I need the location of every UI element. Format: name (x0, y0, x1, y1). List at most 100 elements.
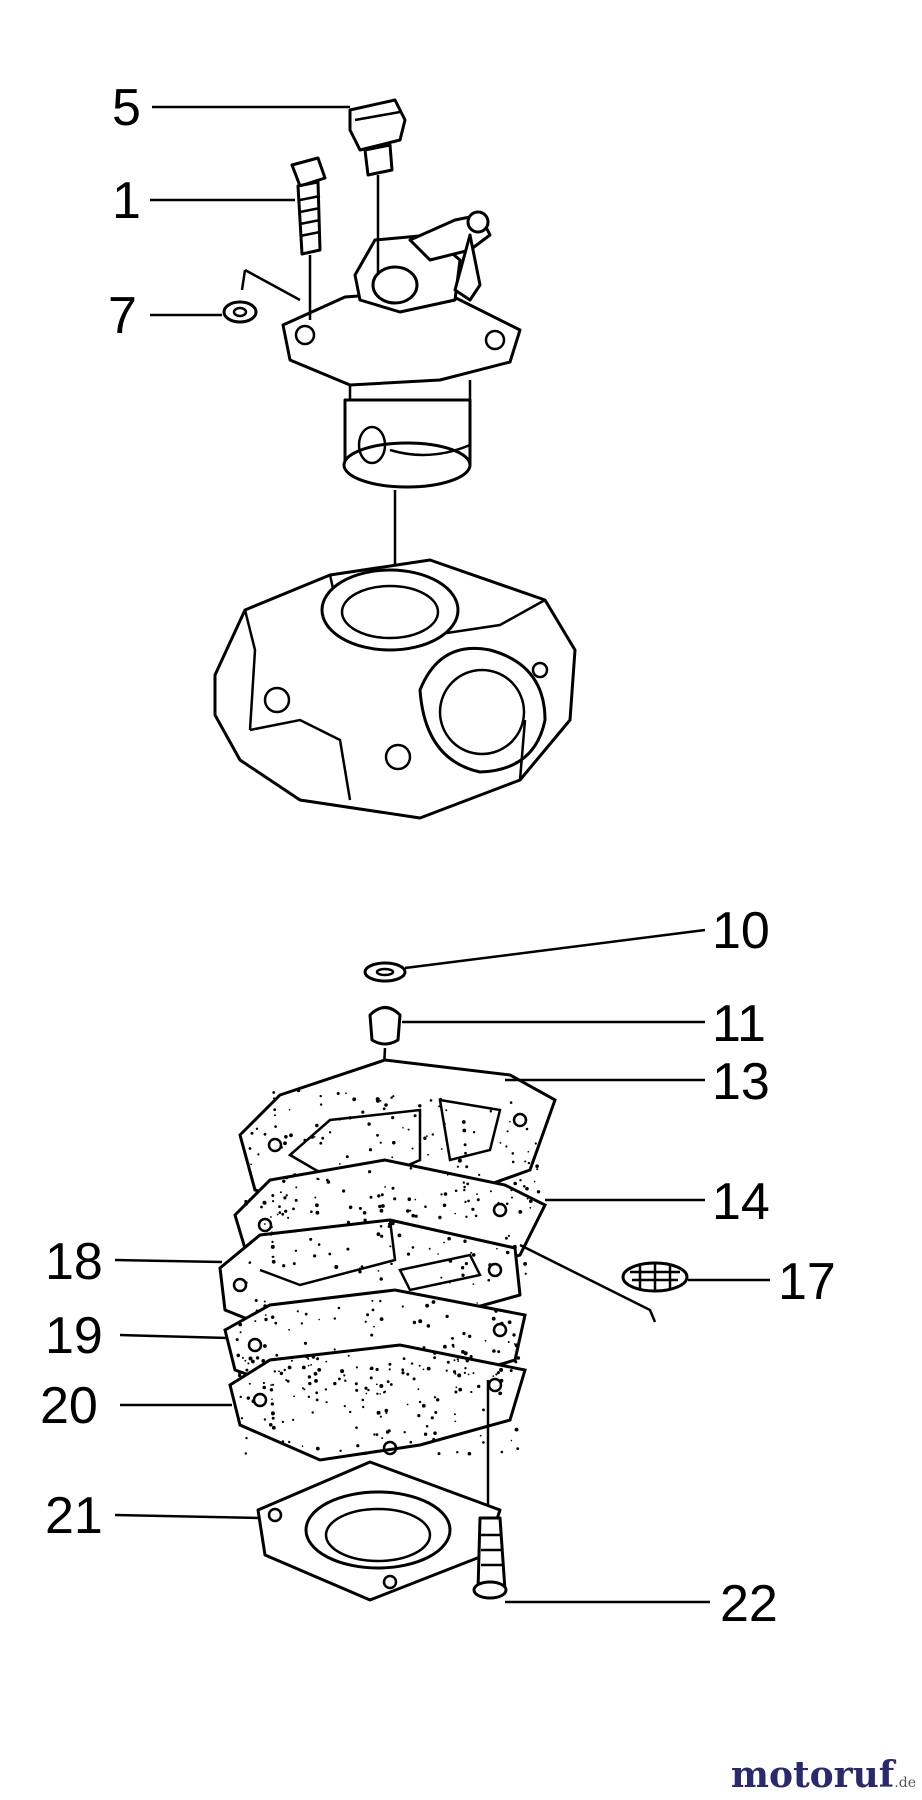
gasket-speck (368, 1170, 372, 1174)
gasket-speck (472, 1372, 475, 1375)
gasket-speck (426, 1135, 428, 1137)
gasket-speck (466, 1182, 470, 1186)
gasket-speck (431, 1133, 434, 1136)
gasket-speck (245, 1436, 248, 1440)
gasket-speck (488, 1263, 492, 1267)
gasket-speck (375, 1383, 378, 1386)
gasket-speck (255, 1127, 259, 1131)
gasket-speck (476, 1302, 479, 1304)
gasket-speck (316, 1357, 320, 1361)
gasket-speck (319, 1094, 322, 1098)
gasket-speck (423, 1136, 427, 1140)
gasket-speck (304, 1312, 308, 1316)
gasket-speck (246, 1396, 250, 1400)
gasket-speck (273, 1097, 275, 1100)
gasket-speck (511, 1152, 515, 1155)
gasket-speck (454, 1212, 457, 1215)
gasket-speck (376, 1133, 379, 1137)
gasket-speck (484, 1339, 487, 1342)
gasket-speck (431, 1300, 436, 1304)
gasket-speck (293, 1230, 297, 1233)
gasket-speck (244, 1359, 247, 1362)
gasket-speck (264, 1223, 266, 1225)
gasket-speck (509, 1101, 513, 1104)
gasket-speck (336, 1092, 340, 1095)
gasket-speck (375, 1097, 380, 1102)
carburetor-head (281, 210, 522, 489)
gasket-speck (383, 1390, 387, 1393)
gasket-speck (496, 1371, 500, 1375)
gasket-speck (401, 1368, 405, 1372)
gasket-speck (262, 1385, 267, 1390)
gasket-speck (406, 1403, 409, 1406)
callout-19: 19 (45, 1307, 103, 1365)
gasket-speck (413, 1114, 417, 1118)
gasket-speck (456, 1358, 459, 1361)
gasket-speck (389, 1383, 393, 1386)
gasket-speck (271, 1231, 273, 1233)
gasket-speck (453, 1359, 456, 1362)
gasket-speck (358, 1206, 362, 1210)
gasket-speck (393, 1197, 397, 1201)
gasket-speck (288, 1328, 290, 1331)
gasket-speck (301, 1365, 306, 1370)
gasket-speck (470, 1390, 473, 1394)
gasket-speck (288, 1109, 291, 1111)
gasket-speck (406, 1252, 411, 1256)
gasket-speck (445, 1314, 449, 1319)
gasket-speck (345, 1155, 349, 1159)
gasket-speck (433, 1356, 436, 1360)
gasket-speck (512, 1333, 516, 1337)
gasket-speck (536, 1168, 539, 1171)
gasket-speck (514, 1343, 519, 1348)
gasket-speck (524, 1160, 527, 1163)
gasket-speck (247, 1362, 250, 1365)
gasket-speck (342, 1189, 346, 1193)
gasket-speck (482, 1408, 485, 1412)
gasket-speck (451, 1343, 455, 1347)
gasket-speck (376, 1392, 379, 1396)
part-5-idle-screw (348, 98, 407, 275)
gasket-speck (476, 1198, 480, 1202)
gasket-speck (272, 1383, 275, 1386)
gasket-speck (428, 1247, 431, 1250)
gasket-speck (457, 1373, 462, 1378)
gasket-speck (527, 1150, 530, 1153)
gasket-speck (343, 1374, 346, 1377)
gasket-speck (264, 1314, 267, 1316)
gasket-speck (499, 1362, 502, 1364)
gasket-speck (489, 1110, 492, 1113)
gasket-speck (437, 1253, 439, 1255)
gasket-speck (282, 1179, 286, 1184)
gasket-speck (262, 1200, 267, 1205)
gasket-speck (349, 1410, 352, 1414)
gasket-speck (370, 1333, 374, 1337)
gasket-speck (516, 1356, 521, 1360)
gasket-speck (454, 1189, 458, 1193)
gasket-speck (525, 1186, 529, 1191)
gasket-speck (422, 1346, 426, 1349)
gasket-speck (507, 1341, 510, 1343)
gasket-speck (381, 1437, 384, 1440)
gasket-speck (346, 1220, 350, 1224)
gasket-speck (295, 1186, 298, 1189)
gasket-speck (292, 1207, 295, 1211)
gasket-speck (379, 1393, 382, 1395)
part-1-bolt (290, 156, 327, 320)
gasket-speck (290, 1359, 293, 1362)
gasket-speck (427, 1153, 429, 1156)
gasket-speck (271, 1398, 273, 1400)
gasket-speck (448, 1282, 451, 1284)
gasket-speck (465, 1359, 469, 1363)
gasket-speck (418, 1364, 421, 1367)
gasket-speck (359, 1267, 361, 1270)
gasket-speck (454, 1390, 458, 1394)
gasket-speck (263, 1304, 267, 1308)
gasket-speck (409, 1440, 413, 1444)
gasket-speck (463, 1239, 467, 1243)
gasket-speck (482, 1441, 485, 1444)
gasket-speck (529, 1199, 533, 1203)
callout-5: 5 (112, 79, 141, 137)
gasket-speck (309, 1237, 313, 1241)
gasket-speck (271, 1259, 276, 1264)
